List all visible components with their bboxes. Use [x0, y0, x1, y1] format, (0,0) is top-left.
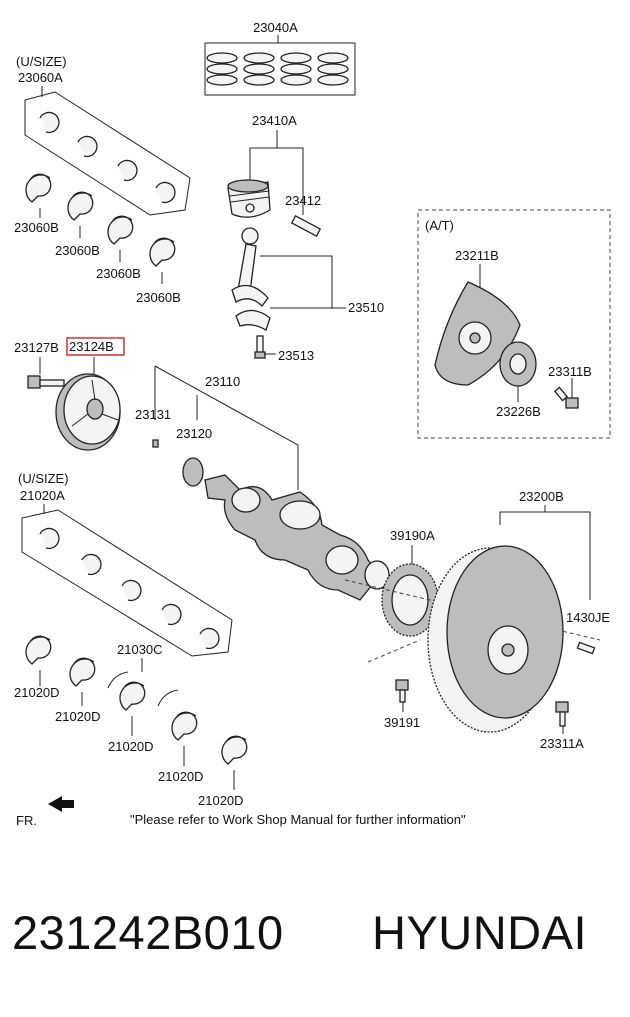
dowel-pin[interactable] [576, 641, 596, 655]
label-23060B-3[interactable]: 23060B [96, 266, 141, 281]
sensor-wheel-bolt[interactable] [395, 679, 409, 703]
label-23211B[interactable]: 23211B [455, 248, 499, 263]
label-23131[interactable]: 23131 [135, 407, 171, 422]
parts-diagram: 23040A (U/SIZE) 23060A 23060B 23060B 230… [14, 20, 611, 828]
label-23040A[interactable]: 23040A [253, 20, 298, 35]
label-23120[interactable]: 23120 [176, 426, 212, 441]
bearing-shell-21020D-2[interactable] [69, 657, 96, 706]
label-23513[interactable]: 23513 [278, 348, 314, 363]
label-23311A[interactable]: 23311A [540, 736, 584, 751]
crankshaft[interactable] [204, 474, 390, 601]
footer: 231242B010 HYUNDAI [12, 905, 622, 975]
label-23124B[interactable]: 23124B [69, 339, 114, 354]
label-1430JE[interactable]: 1430JE [566, 610, 610, 625]
label-23510[interactable]: 23510 [348, 300, 384, 315]
flywheel-bolt[interactable] [555, 701, 569, 727]
bearing-shell-21020D-1[interactable] [25, 635, 52, 686]
label-at: (A/T) [425, 218, 454, 233]
label-21020D-5[interactable]: 21020D [198, 793, 244, 808]
brand-name: HYUNDAI [372, 906, 588, 959]
bearing-shell-23060B-1[interactable] [25, 173, 52, 218]
label-23412[interactable]: 23412 [285, 193, 321, 208]
piston-pin[interactable] [290, 215, 322, 237]
crank-sprocket[interactable] [182, 457, 204, 487]
bearing-shell-23060B-3[interactable] [107, 215, 134, 262]
label-23060B-2[interactable]: 23060B [55, 243, 100, 258]
label-21020D-3[interactable]: 21020D [108, 739, 154, 754]
label-21020D-2[interactable]: 21020D [55, 709, 101, 724]
piston-ring-set[interactable] [204, 42, 356, 96]
bearing-shell-21020D-5[interactable] [221, 735, 248, 790]
highlight-box [66, 337, 125, 356]
flywheel[interactable] [427, 545, 564, 733]
crankshaft-pulley[interactable] [55, 373, 121, 451]
label-21030C[interactable]: 21030C [117, 642, 163, 657]
label-23060B-1[interactable]: 23060B [14, 220, 59, 235]
bearing-shell-21020D-3[interactable] [119, 681, 146, 736]
crank-key[interactable] [152, 439, 159, 448]
bearing-shell-21020D-4[interactable] [171, 711, 198, 766]
connecting-rod[interactable] [231, 227, 271, 331]
label-23200B[interactable]: 23200B [519, 489, 564, 504]
pulley-bolt[interactable] [27, 375, 65, 389]
label-23060B-4[interactable]: 23060B [136, 290, 181, 305]
label-23110[interactable]: 23110 [205, 374, 240, 389]
label-23127B[interactable]: 23127B [14, 340, 59, 355]
main-bearing-upper-set[interactable] [24, 91, 191, 216]
label-21020D-1[interactable]: 21020D [14, 685, 60, 700]
label-21020A[interactable]: 21020A [20, 488, 65, 503]
label-39191[interactable]: 39191 [384, 715, 420, 730]
main-bearing-lower-set[interactable] [21, 509, 233, 657]
rod-bolt[interactable] [254, 335, 266, 359]
drive-plate[interactable] [434, 281, 521, 386]
label-fr: FR. [16, 813, 37, 828]
front-arrow-icon [48, 796, 74, 812]
label-39190A[interactable]: 39190A [390, 528, 435, 543]
reference-note: "Please refer to Work Shop Manual for fu… [130, 812, 466, 827]
bearing-shell-23060B-4[interactable] [149, 237, 176, 284]
drive-plate-bolt[interactable] [553, 386, 579, 409]
piston[interactable] [227, 179, 271, 218]
label-23311B[interactable]: 23311B [548, 364, 592, 379]
label-usize-top: (U/SIZE) [16, 54, 67, 69]
label-21020D-4[interactable]: 21020D [158, 769, 204, 784]
thrust-washers[interactable] [107, 671, 179, 707]
bearing-shell-23060B-2[interactable] [67, 191, 94, 238]
label-23410A[interactable]: 23410A [252, 113, 297, 128]
drive-plate-adapter[interactable] [499, 341, 537, 387]
label-usize-bottom: (U/SIZE) [18, 471, 69, 486]
part-number: 231242B010 [12, 906, 284, 959]
label-23226B[interactable]: 23226B [496, 404, 541, 419]
label-23060A[interactable]: 23060A [18, 70, 63, 85]
